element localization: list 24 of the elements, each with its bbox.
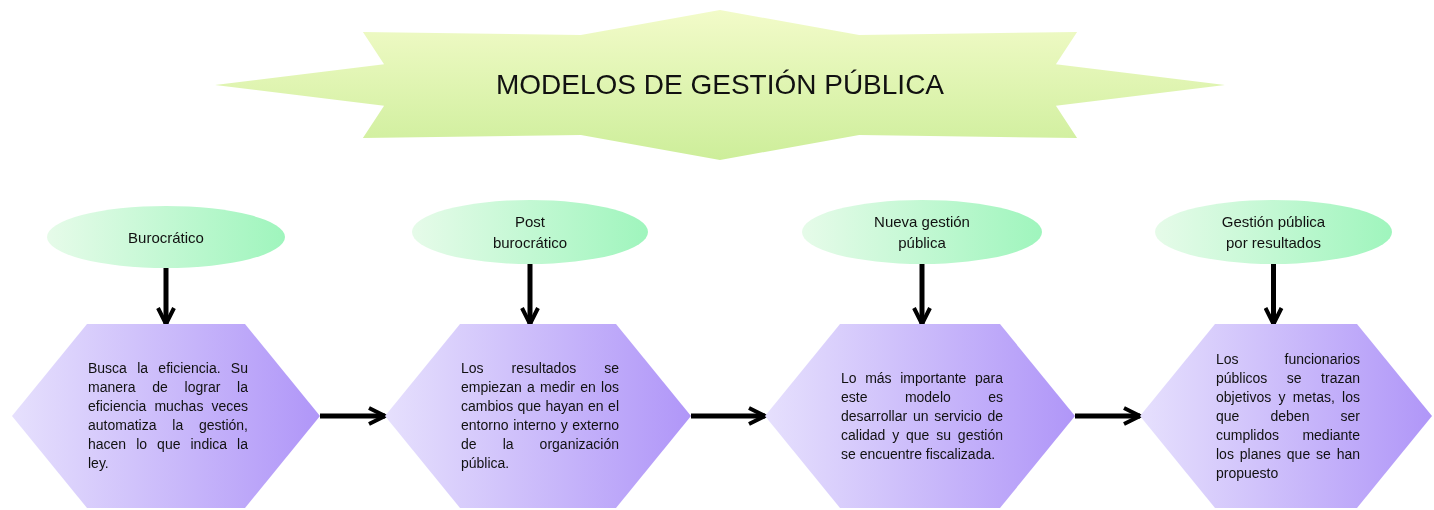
arrow <box>691 406 767 426</box>
model-name: Post burocrático <box>491 212 569 253</box>
model-ellipse <box>802 200 1042 264</box>
model-ellipse <box>412 200 648 264</box>
arrow <box>912 264 932 326</box>
model-ellipse <box>47 206 285 268</box>
star-label: MODELOS DE GESTIÓN PÚBLICA <box>494 68 946 102</box>
model-name: Gestión pública por resultados <box>1220 212 1327 253</box>
arrow <box>1263 264 1284 326</box>
description-text: Lo más importante para este modelo es desarrollar un servicio de calidad y que su gestión se encuentre fiscalizada. <box>841 368 1003 464</box>
model-name: Nueva gestión pública <box>873 212 971 253</box>
arrow <box>320 406 387 426</box>
arrow <box>1075 406 1142 426</box>
description-hexagon <box>385 324 691 508</box>
model-ellipse <box>1155 200 1392 264</box>
description-text: Los resultados se empiezan a medir en los cambios que hayan en el entorno interno y externo de la organización pública. <box>461 359 619 473</box>
description-hexagon <box>1140 324 1432 508</box>
description-text: Busca la eficiencia. Su manera de lograr la eficiencia muchas veces automatiza la gestión, hacen lo que indica la ley. <box>88 359 248 473</box>
description-hexagon <box>765 324 1075 508</box>
description-text: Los funcionarios públicos se trazan objetivos y metas, los que deben ser cumplidos mediante los planes que se han propuesto <box>1216 349 1360 483</box>
description-hexagon <box>12 324 320 508</box>
arrow <box>520 264 540 326</box>
model-name: Burocrático <box>127 227 205 248</box>
arrow <box>156 268 176 326</box>
